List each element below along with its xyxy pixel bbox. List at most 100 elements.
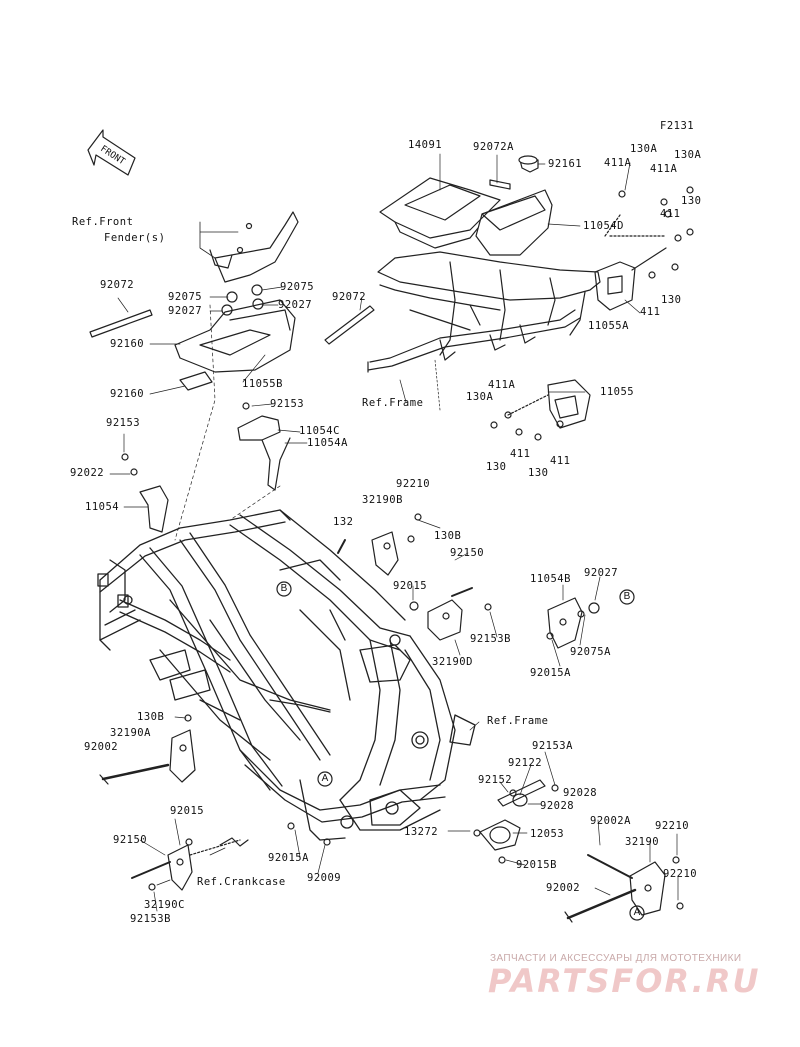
part-label-92002a: 92002A	[590, 815, 631, 827]
part-label-92072-left: 92072	[100, 279, 135, 291]
part-label-92153-b: 92153	[106, 417, 141, 429]
part-label-92075-a: 92075	[168, 291, 203, 303]
bracket-11055b	[174, 299, 296, 391]
bracket-11054b	[546, 597, 600, 649]
part-label-92027-a: 92027	[168, 305, 203, 317]
part-label-92150-b: 92150	[113, 834, 148, 846]
leader-lines	[109, 153, 679, 912]
bracket-11054	[121, 453, 169, 533]
part-label-92160-b: 92160	[110, 388, 145, 400]
part-label-92075a: 92075A	[570, 646, 611, 658]
figure-code: F2131	[660, 120, 695, 132]
strap-92072-left	[89, 309, 153, 338]
part-label-92027-b: 92027	[278, 299, 313, 311]
bracket-32190a	[99, 714, 196, 785]
part-label-92122: 92122	[508, 757, 543, 769]
part-label-92015a-b: 92015A	[268, 852, 309, 864]
part-label-411-1: 411	[660, 208, 681, 220]
part-label-92027-c: 92027	[584, 567, 619, 579]
part-label-32190a: 32190A	[110, 727, 151, 739]
part-label-11054d: 11054D	[583, 220, 624, 232]
part-label-11054c: 11054C	[299, 425, 340, 437]
front-arrow-icon: FRONT	[87, 129, 136, 176]
bracket-11055a	[594, 247, 667, 311]
bracket-32190d	[409, 587, 492, 641]
part-label-11054: 11054	[85, 501, 120, 513]
part-label-11054a: 11054A	[307, 437, 348, 449]
part-label-130a-3: 130A	[466, 391, 494, 403]
main-frame	[97, 509, 476, 841]
part-label-92153-a: 92153	[270, 398, 305, 410]
part-label-32190: 32190	[625, 836, 660, 848]
ref-front-fender-line2: Fender(s)	[104, 232, 166, 244]
ref-frame-top: Ref.Frame	[362, 397, 424, 409]
part-label-130-2: 130	[661, 294, 682, 306]
small-fasteners-lower	[287, 822, 331, 846]
part-label-132: 132	[333, 516, 354, 528]
part-label-130b-a: 130B	[434, 530, 462, 542]
strap-92072-right	[324, 305, 375, 345]
circle-markers	[276, 581, 645, 921]
ref-crankcase: Ref.Crankcase	[197, 876, 286, 888]
part-label-11055: 11055	[600, 386, 635, 398]
part-label-92160-a: 92160	[110, 338, 145, 350]
part-label-92028-a: 92028	[563, 787, 598, 799]
part-label-411-3: 411	[510, 448, 531, 460]
part-label-411-4: 411	[550, 455, 571, 467]
ref-front-fender-line1: Ref.Front	[72, 216, 134, 228]
part-label-92210-b: 92210	[655, 820, 690, 832]
part-label-92075-b: 92075	[280, 281, 315, 293]
part-label-92210-a: 92210	[396, 478, 431, 490]
part-label-13272: 13272	[404, 826, 439, 838]
bracket-32190c	[131, 837, 249, 891]
part-label-11055b: 11055B	[242, 378, 283, 390]
part-label-92153b-b: 92153B	[130, 913, 171, 925]
marker-b-1: B	[280, 583, 288, 594]
part-label-92002-a: 92002	[84, 741, 119, 753]
part-label-130-3: 130	[486, 461, 507, 473]
part-label-411-2: 411	[640, 306, 661, 318]
part-label-92072-right: 92072	[332, 291, 367, 303]
part-label-32190c: 32190C	[144, 899, 185, 911]
part-label-32190b: 32190B	[362, 494, 403, 506]
part-label-411a-1: 411A	[604, 157, 632, 169]
part-label-411a-2: 411A	[650, 163, 678, 175]
part-label-130-1: 130	[681, 195, 702, 207]
part-label-92153b-a: 92153B	[470, 633, 511, 645]
part-label-92150-a: 92150	[450, 547, 485, 559]
part-label-92002-b: 92002	[546, 882, 581, 894]
part-label-92210-c: 92210	[663, 868, 698, 880]
part-label-130b-b: 130B	[137, 711, 165, 723]
battery-case-11054d	[379, 155, 553, 256]
part-label-14091: 14091	[408, 139, 443, 151]
part-label-92015b: 92015B	[516, 859, 557, 871]
part-label-92022: 92022	[70, 467, 105, 479]
part-label-92153a: 92153A	[532, 740, 573, 752]
part-label-411a-3: 411A	[488, 379, 516, 391]
rear-subframe	[367, 251, 601, 373]
part-label-92072a: 92072A	[473, 141, 514, 153]
part-label-92015-b: 92015	[170, 805, 205, 817]
part-label-11054b: 11054B	[530, 573, 571, 585]
part-label-12053: 12053	[530, 828, 565, 840]
watermark-subtitle: ЗАПЧАСТИ И АКСЕССУАРЫ ДЛЯ МОТОТЕХНИКИ	[490, 953, 742, 964]
part-label-130a-2: 130A	[674, 149, 702, 161]
part-label-11055a: 11055A	[588, 320, 629, 332]
part-label-32190d: 32190D	[432, 656, 473, 668]
part-label-92161: 92161	[548, 158, 583, 170]
part-label-92015a-a: 92015A	[530, 667, 571, 679]
part-label-130-4: 130	[528, 467, 549, 479]
marker-a-1: A	[321, 773, 329, 784]
bolts-top-right	[604, 186, 694, 279]
watermark-logo: PARTSFOR.RU	[488, 962, 761, 1000]
bracket-11054c	[237, 402, 291, 491]
marker-b-2: B	[623, 591, 631, 602]
ref-frame-right: Ref.Frame	[487, 715, 549, 727]
bracket-32190	[564, 854, 684, 923]
part-label-130a-1: 130A	[630, 143, 658, 155]
part-label-92015-a: 92015	[393, 580, 428, 592]
marker-a-2: A	[633, 907, 641, 918]
bracket-11055	[490, 379, 591, 441]
part-label-92028-b: 92028	[540, 800, 575, 812]
